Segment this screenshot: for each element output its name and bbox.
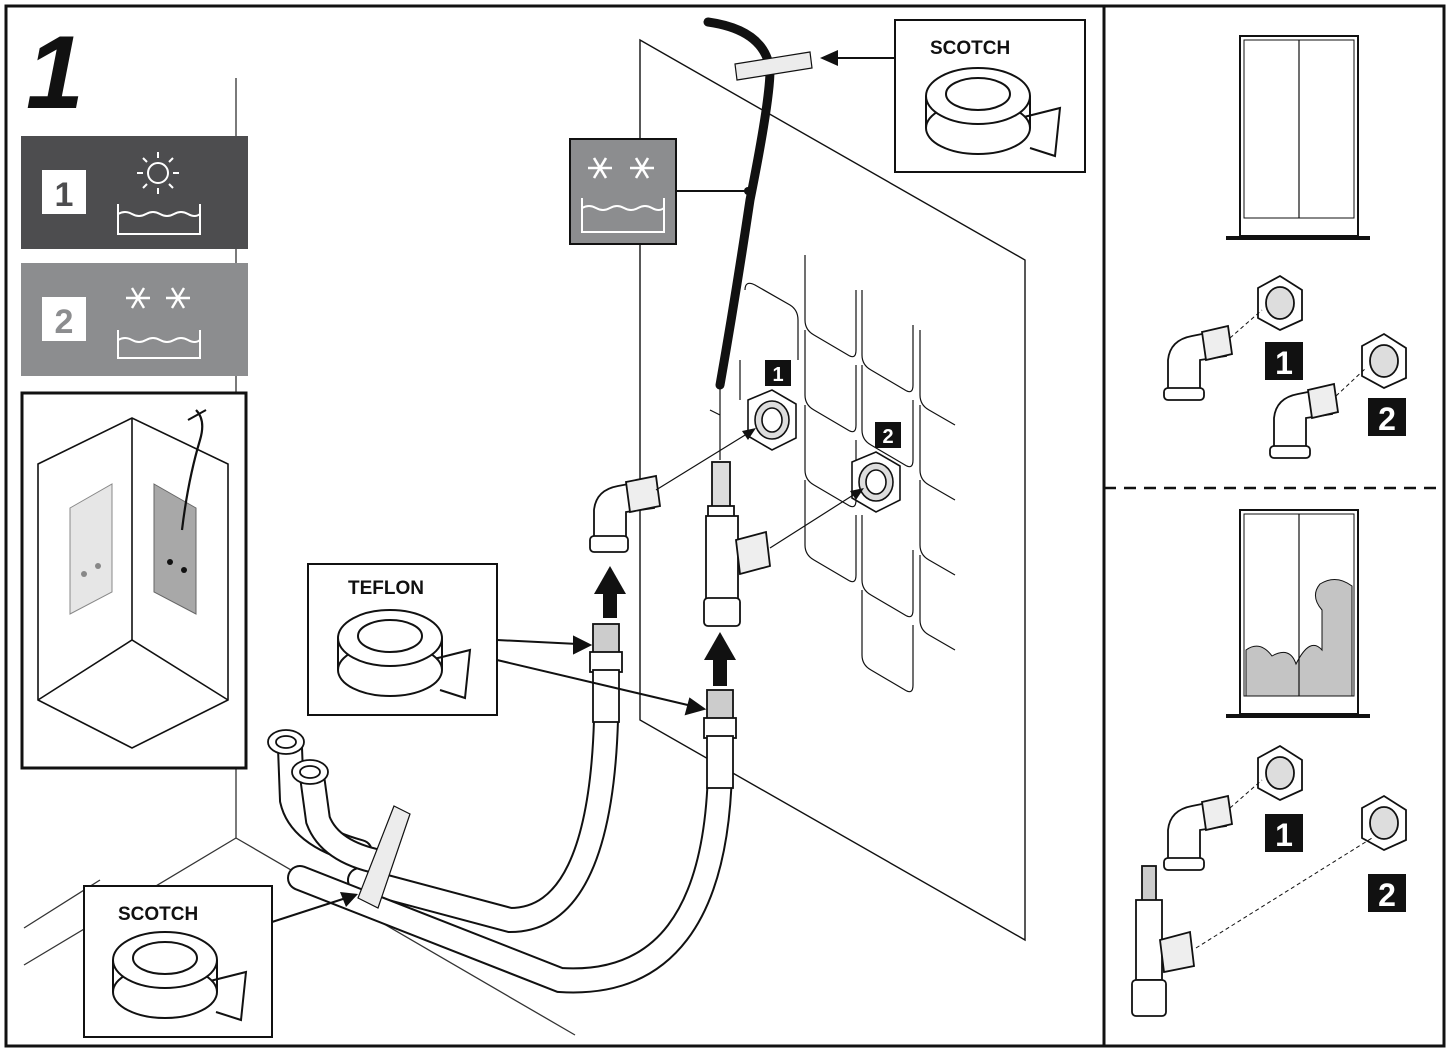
hose-fitting-left [589,623,623,723]
arrow-up-right [704,632,736,686]
scotch-top-box: SCOTCH [894,19,1086,173]
dashed-guide-2 [769,491,859,549]
black-hose [703,17,775,390]
teflon-box: TEFLON [307,563,498,716]
side-badge-top-1-label: 1 [1275,345,1293,381]
side-elbow-top-2 [1269,382,1340,459]
arrow-scotch-bottom [271,892,358,923]
scotch-bottom-label: SCOTCH [118,904,198,925]
arrow-up-left [594,566,626,618]
side-badge-bottom-2-label: 2 [1378,877,1396,913]
scotch-bottom-box: SCOTCH [83,885,273,1038]
side-badge-top-1: 1 [1265,342,1303,381]
snowflake-water-icon [117,287,201,359]
arrow-scotch-top [820,50,895,66]
wall-tiles [709,255,956,693]
side-fitting-bottom-1 [1257,744,1303,802]
side-tee-valve [1131,865,1195,1017]
side-fitting-top-2 [1361,332,1407,390]
connection-badge-1-label: 1 [772,364,783,386]
side-elbow-bottom-1 [1163,794,1234,871]
side-badge-top-2-label: 2 [1378,401,1396,437]
wall-fitting-1 [747,389,797,451]
legend-hot-number: 1 [55,176,74,214]
side-elbow-top-1 [1163,324,1234,401]
side-fitting-bottom-2 [1361,794,1407,852]
legend-hot-water: 1 [21,136,248,249]
steam-shower-diagram: 1 2 [1131,509,1407,1017]
hose-fitting-right [703,689,737,789]
wall-panel [639,38,1026,942]
scotch-top-label: SCOTCH [930,38,1010,59]
tape-roll-icon [112,931,248,1022]
side-badge-bottom-1: 1 [1265,814,1303,853]
step-number: 1 [26,15,84,131]
side-fitting-top-1 [1257,274,1303,332]
tape-roll-icon [925,67,1062,158]
sun-water-icon [117,152,201,235]
tee-valve-fitting [703,461,771,627]
teflon-label: TEFLON [348,578,424,599]
flex-hoses [277,707,733,994]
cold-water-marker [569,138,752,245]
connection-badge-2-label: 2 [882,426,893,448]
wall-fitting-2 [851,451,901,513]
tape-bottom [357,805,411,909]
tape-roll-icon [337,609,472,700]
tape-top [734,51,813,81]
arrows-teflon [496,635,707,716]
dashed-guide-1 [655,431,751,491]
elbow-fitting [589,474,662,553]
side-badge-bottom-1-label: 1 [1275,817,1293,853]
legend-cold-water: 2 [21,263,248,376]
hose-nut-left [267,729,329,785]
normal-shower-diagram: 1 2 [1163,35,1407,459]
side-badge-bottom-2: 2 [1368,874,1406,913]
connection-badge-1: 1 [765,360,791,386]
cabin-inset [20,391,248,770]
legend-cold-number: 2 [55,303,74,341]
side-badge-top-2: 2 [1368,398,1406,437]
connection-badge-2: 2 [875,422,901,448]
outer-frame [4,4,1446,1048]
